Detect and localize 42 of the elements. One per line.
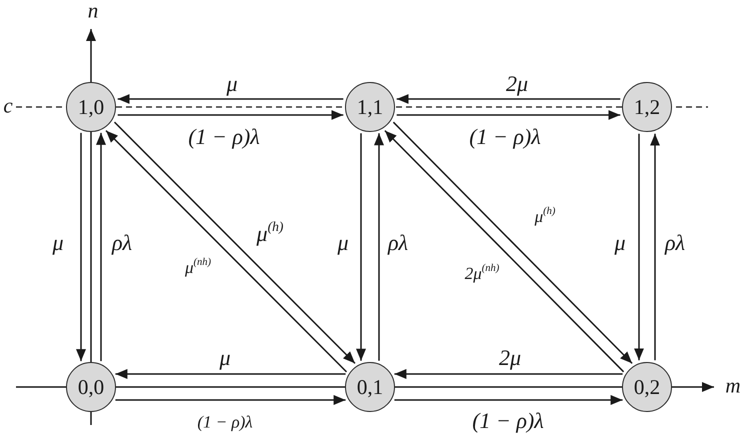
arrow bbox=[650, 134, 660, 360]
arrow bbox=[356, 133, 366, 361]
edge-label: (1 − ρ)λ bbox=[471, 410, 545, 432]
axis-label: m bbox=[725, 376, 741, 396]
state-circle bbox=[66, 82, 116, 132]
arrow bbox=[76, 132, 86, 362]
edge-label: 2μ$^{(nh)}$ bbox=[464, 265, 500, 283]
edge-label: 2μ bbox=[498, 347, 522, 369]
arrow bbox=[394, 369, 623, 379]
arrow bbox=[115, 395, 346, 405]
arrow bbox=[96, 132, 106, 362]
state-label: 1,0 bbox=[78, 96, 104, 118]
state-label: 0,1 bbox=[356, 376, 384, 398]
edge-label: 2μ bbox=[504, 73, 530, 95]
edge-label: ρλ bbox=[664, 232, 686, 254]
state-circle bbox=[66, 362, 116, 412]
state-label: 1,1 bbox=[356, 96, 384, 118]
axis-label: n bbox=[88, 0, 98, 22]
edge-label: μ$^{(nh)}$ bbox=[184, 259, 212, 277]
arrow bbox=[118, 94, 344, 104]
state-circle bbox=[622, 362, 672, 412]
state-label: 1,2 bbox=[634, 96, 660, 118]
state-label: 0,2 bbox=[634, 376, 660, 398]
edge-label: ρλ bbox=[110, 232, 134, 254]
threshold-label: c bbox=[3, 96, 13, 116]
state-label: 0,0 bbox=[78, 376, 104, 398]
arrow bbox=[396, 110, 620, 120]
arrow bbox=[118, 110, 344, 120]
state-circle bbox=[622, 82, 672, 132]
state-circle bbox=[345, 82, 395, 132]
edge-label: μ$^{(h)}$ bbox=[256, 223, 284, 245]
edge-label: μ$^{(h)}$ bbox=[534, 208, 556, 226]
arrow bbox=[394, 395, 623, 405]
edge-label: (1 − ρ)λ bbox=[468, 126, 542, 148]
arrow bbox=[396, 94, 620, 104]
edge-label: (1 − ρ)λ bbox=[196, 414, 254, 430]
arrow bbox=[634, 134, 644, 360]
edge-label: ρλ bbox=[386, 232, 410, 254]
arrow bbox=[374, 133, 384, 361]
edge-label: (1 − ρ)λ bbox=[187, 126, 261, 148]
state-circle bbox=[345, 362, 395, 412]
arrow bbox=[115, 369, 346, 379]
